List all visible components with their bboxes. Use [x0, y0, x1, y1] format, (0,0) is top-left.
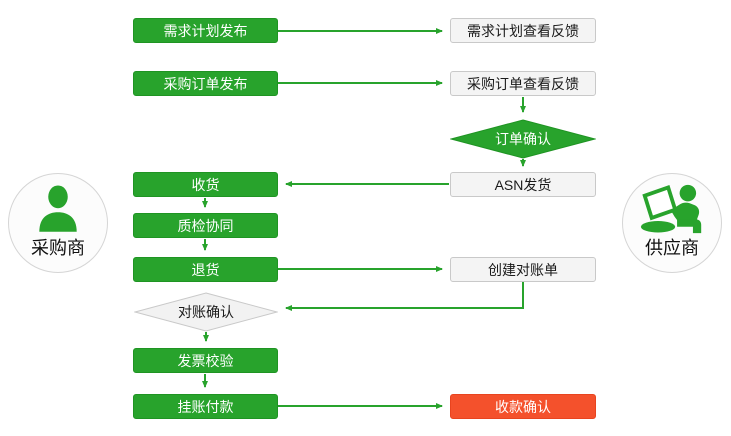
- buyer-label: 采购商: [31, 238, 85, 258]
- diamond-shape: [450, 119, 596, 159]
- node-label: 收款确认: [495, 398, 551, 415]
- node-asn-ship: ASN发货: [450, 172, 596, 197]
- buyer-person-icon: [32, 182, 84, 236]
- node-receive-goods: 收货: [133, 172, 278, 197]
- node-statement-confirm: 对账确认: [134, 292, 278, 332]
- node-payment-confirm: 收款确认: [450, 394, 596, 419]
- node-return-goods: 退货: [133, 257, 278, 282]
- node-create-statement: 创建对账单: [450, 257, 596, 282]
- node-po-feedback: 采购订单查看反馈: [450, 71, 596, 96]
- node-label: 退货: [191, 261, 220, 278]
- supplier-label: 供应商: [645, 238, 699, 258]
- node-label: ASN发货: [494, 176, 552, 193]
- node-label: 订单确认: [495, 131, 551, 147]
- node-label: 采购订单查看反馈: [467, 75, 579, 92]
- node-label: 收货: [191, 176, 220, 193]
- edge-statement-to-confirm: [285, 282, 524, 311]
- node-label: 采购订单发布: [163, 75, 248, 92]
- node-label: 挂账付款: [177, 398, 234, 415]
- actor-supplier: 供应商: [622, 173, 722, 273]
- node-demand-plan-feedback: 需求计划查看反馈: [450, 18, 596, 43]
- actor-buyer: 采购商: [8, 173, 108, 273]
- node-book-payment: 挂账付款: [133, 394, 278, 419]
- node-order-confirm: 订单确认: [450, 119, 596, 159]
- node-quality-collab: 质检协同: [133, 213, 278, 238]
- supplier-laptop-person-icon: [639, 182, 705, 236]
- node-demand-plan-publish: 需求计划发布: [133, 18, 278, 43]
- node-label: 发票校验: [177, 352, 234, 369]
- node-label: 对账确认: [178, 304, 234, 320]
- node-invoice-verify: 发票校验: [133, 348, 278, 373]
- node-label: 创建对账单: [488, 261, 558, 278]
- node-po-publish: 采购订单发布: [133, 71, 278, 96]
- node-label: 需求计划发布: [163, 22, 248, 39]
- node-label: 质检协同: [177, 217, 234, 234]
- node-label: 需求计划查看反馈: [467, 22, 579, 39]
- diamond-shape: [134, 292, 278, 332]
